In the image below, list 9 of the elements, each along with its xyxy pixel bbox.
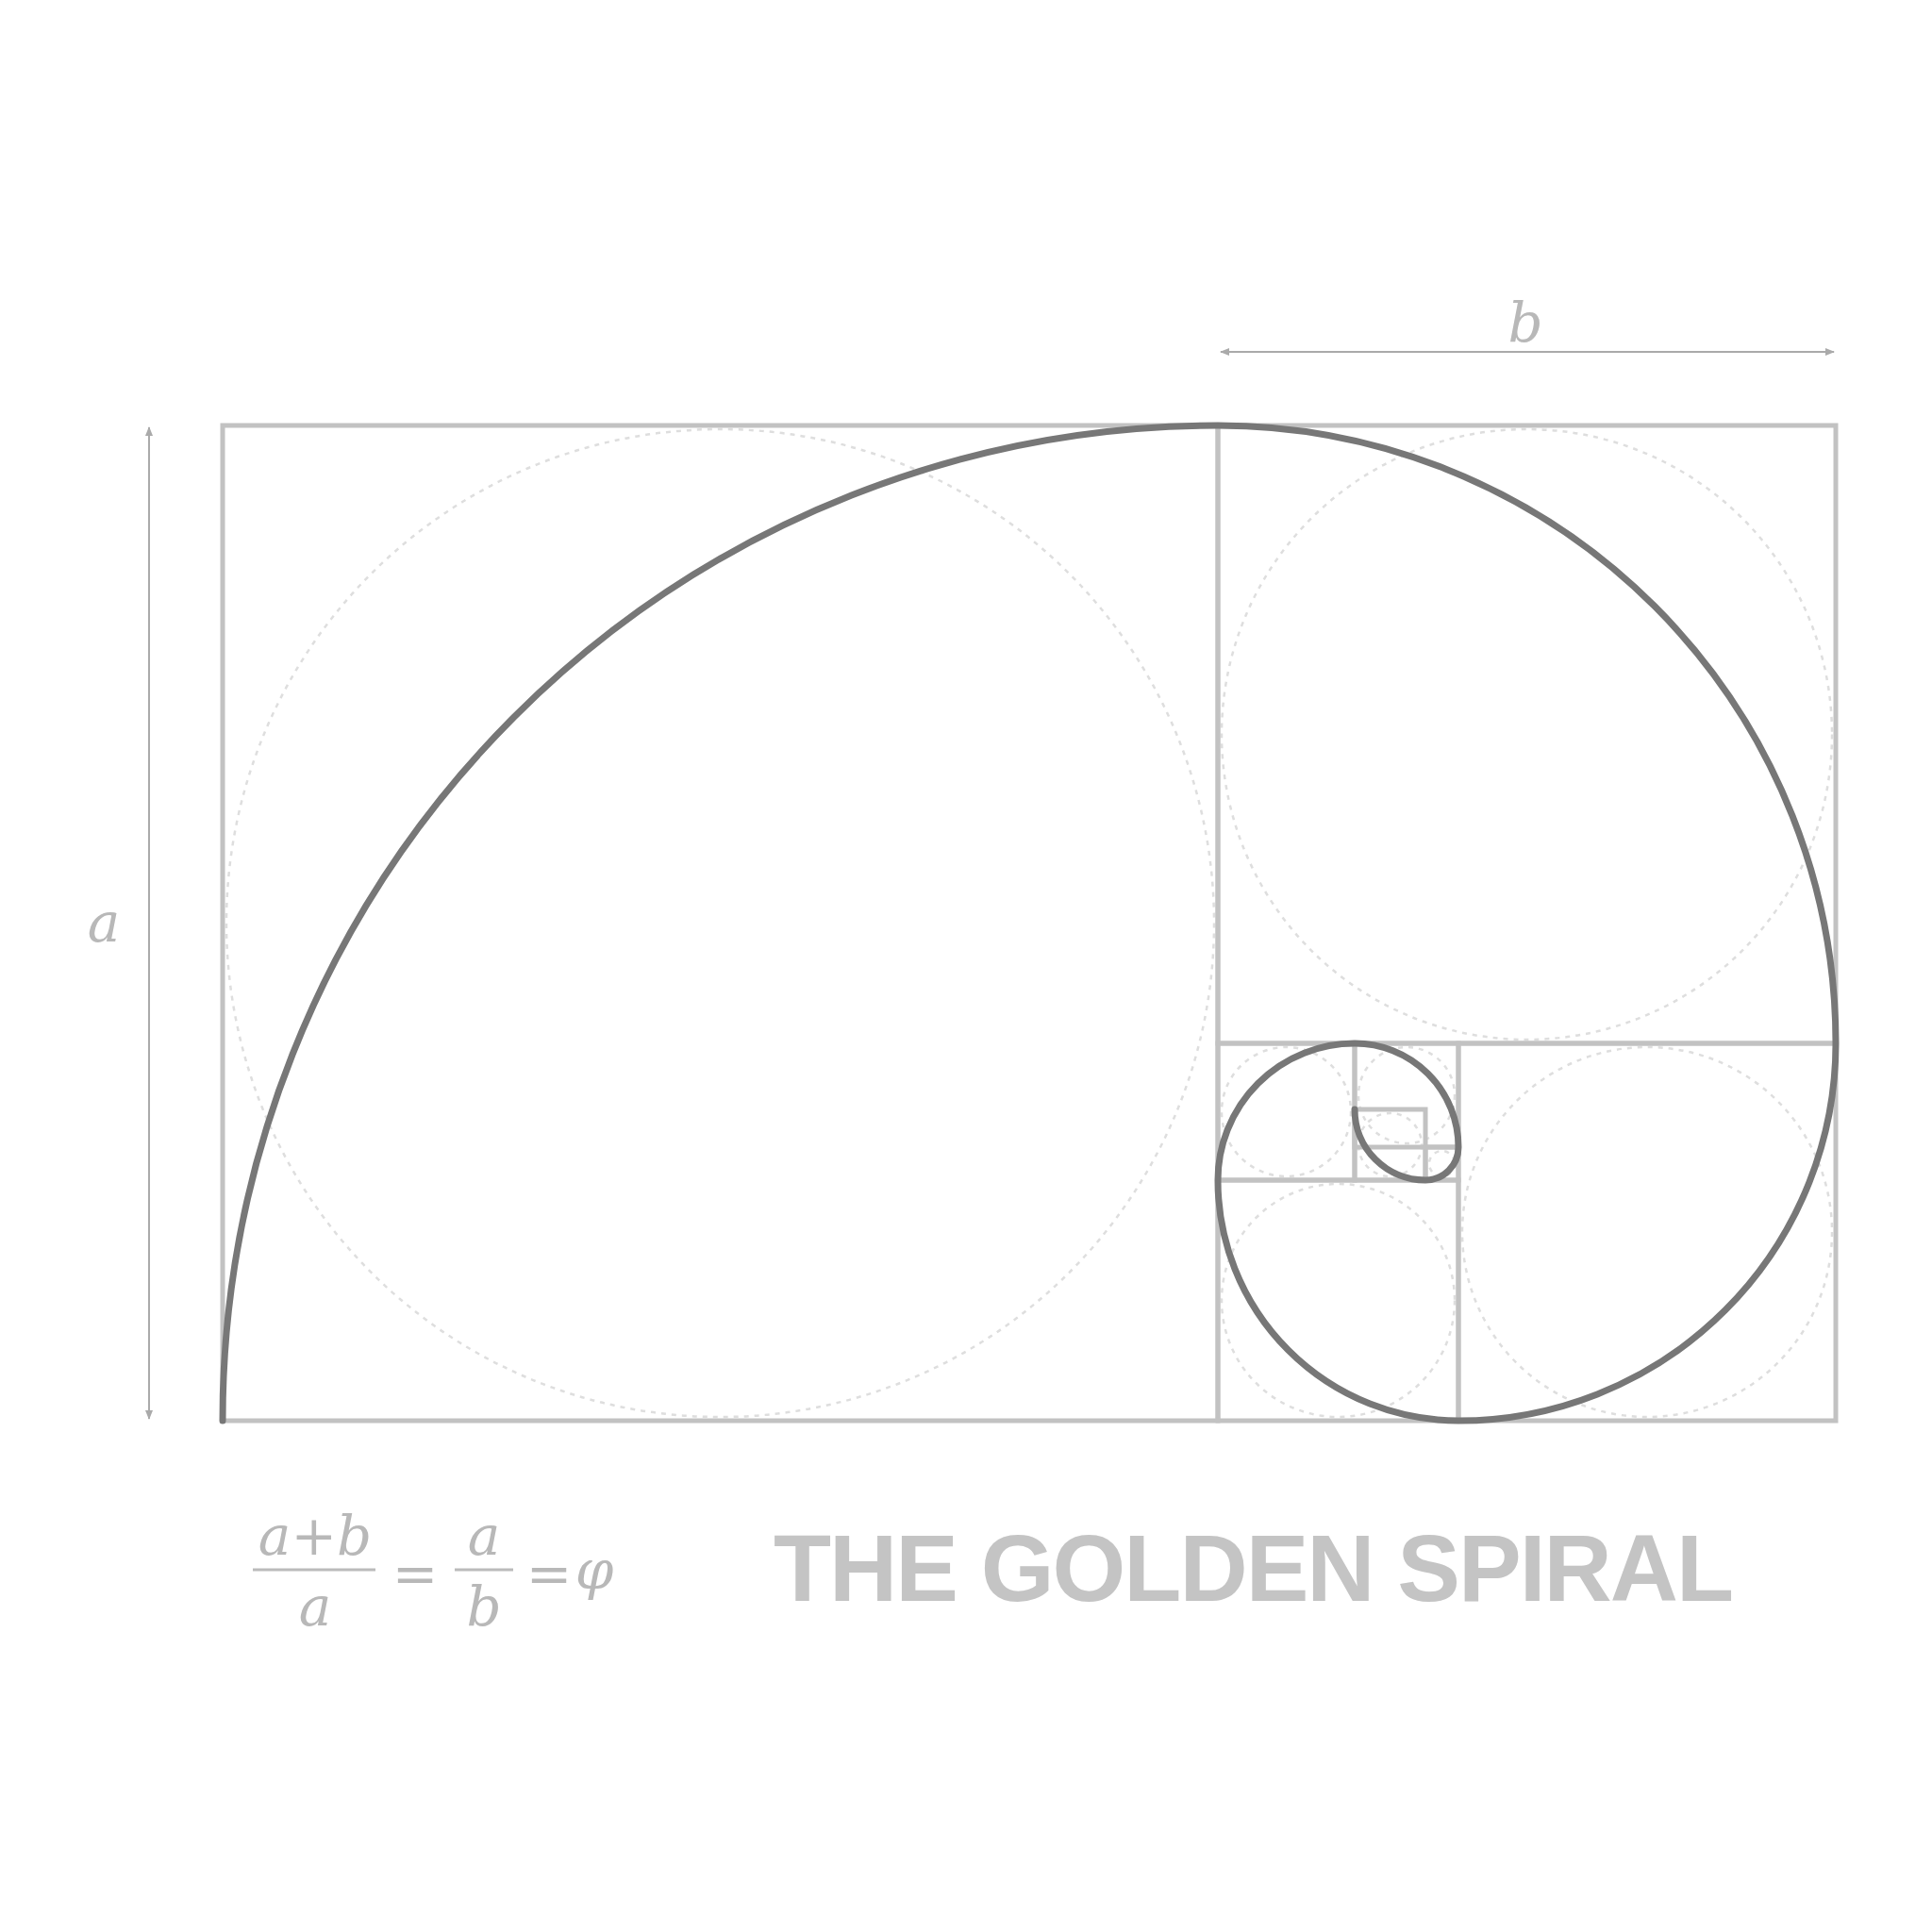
title: THE GOLDEN SPIRAL: [774, 1521, 1733, 1615]
dimension-label: a: [87, 895, 121, 950]
formula-numerator: a+b: [258, 1508, 373, 1563]
equals-sign: =: [391, 1546, 439, 1601]
formula-denominator: a: [298, 1579, 332, 1634]
equals-sign: =: [525, 1546, 573, 1601]
dimension-label: b: [1507, 295, 1543, 350]
formula-denominator: b: [466, 1579, 502, 1634]
formula-numerator: a: [467, 1508, 501, 1563]
